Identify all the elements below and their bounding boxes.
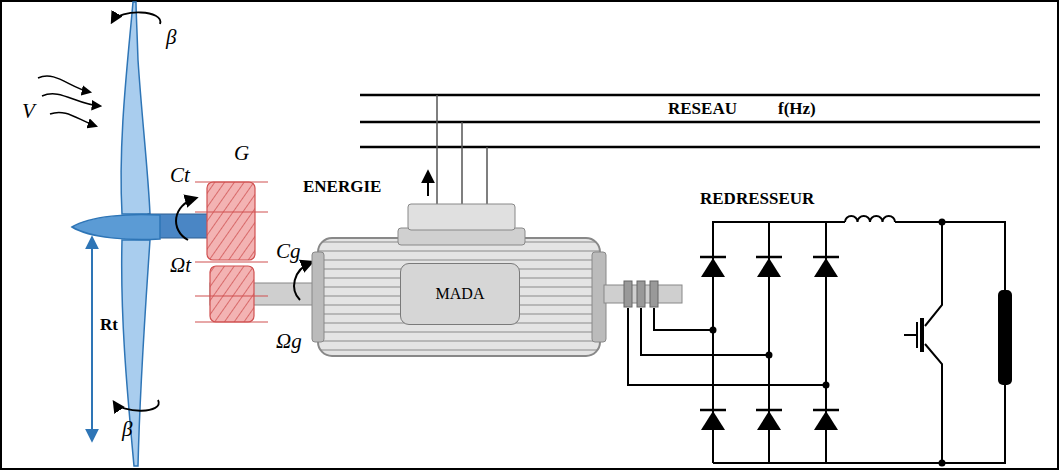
speed-symbol: Ωt	[170, 254, 191, 277]
transistor-part	[925, 344, 942, 463]
pitch-symbol: β	[166, 26, 176, 49]
generator-body	[312, 204, 682, 356]
transistor-part	[925, 222, 942, 326]
gearbox-part	[195, 181, 268, 182]
torque-arrows	[176, 198, 312, 300]
rectifier	[711, 216, 1006, 463]
rectifier-part	[895, 222, 1005, 290]
rotor-radius-arrow	[92, 238, 93, 440]
wind-symbol: V	[22, 100, 35, 123]
transistor	[904, 220, 945, 466]
pitch-arrows-part	[114, 400, 159, 411]
rectifier-part	[713, 222, 845, 463]
rectifier-part	[845, 216, 895, 222]
transistor-part	[940, 461, 945, 466]
gearbox-part	[207, 182, 255, 260]
grid-label: RESEAU	[668, 100, 737, 119]
grid-taps-part	[486, 147, 488, 206]
pitch-arrows	[112, 12, 160, 410]
rotor-radius-arrow-part	[91, 238, 93, 440]
grid-taps-part	[461, 122, 463, 206]
rectifier-label: REDRESSEUR	[700, 190, 814, 209]
rectifier-part	[711, 328, 716, 333]
gearbox-part	[195, 211, 268, 212]
generator-body-part	[408, 204, 515, 230]
transistor-part	[940, 220, 945, 225]
diodes	[700, 257, 839, 430]
shaft	[72, 214, 320, 305]
generator-body-part	[318, 238, 600, 356]
wind-arrows-part	[38, 76, 90, 92]
turbine-blades-part	[122, 240, 150, 466]
generator-body-part	[398, 228, 525, 245]
rectifier-part	[767, 353, 772, 358]
gearbox-part	[210, 266, 254, 322]
diodes-part	[700, 257, 726, 277]
turbine-blades-part	[121, 2, 150, 214]
torque-symbol: Cg	[276, 240, 301, 263]
pitch-arrows-part	[112, 12, 160, 24]
generator-label-box: MADA	[400, 263, 520, 325]
wind-arrows-part	[42, 94, 100, 106]
transistor-part	[916, 322, 918, 348]
diodes-part	[813, 410, 839, 430]
shaft-part	[72, 214, 160, 239]
gear-symbol: G	[234, 142, 249, 165]
rectifier-part	[713, 385, 1005, 463]
torque-symbol: Ct	[170, 164, 190, 187]
transistor-part	[920, 318, 924, 352]
rectifier-part	[824, 383, 829, 388]
radius-label: Rt	[100, 316, 118, 335]
generator-body-part	[637, 281, 645, 307]
diodes-part	[813, 257, 839, 277]
energy-arrow-part	[427, 172, 429, 196]
generator-body-part	[650, 281, 658, 307]
node-text: MADA	[436, 285, 485, 303]
diodes-part	[756, 257, 782, 277]
pitch-symbol: β	[122, 418, 132, 441]
gearbox	[195, 182, 268, 322]
rotor-wires-part	[654, 308, 713, 330]
rotor-wires-part	[641, 308, 769, 355]
rotor-wires	[628, 308, 826, 385]
transistor-part	[904, 334, 917, 336]
energy-arrow	[428, 172, 429, 196]
grid-taps-part	[436, 95, 438, 206]
resistor-part	[998, 290, 1012, 385]
generator-body-part	[312, 252, 324, 342]
grid-taps	[437, 95, 487, 206]
gearbox-part	[195, 295, 268, 296]
diodes-part	[756, 410, 782, 430]
torque-arrows-part	[294, 262, 312, 300]
speed-symbol: Ωg	[276, 330, 302, 353]
frequency-label: f(Hz)	[778, 100, 816, 119]
torque-arrows-part	[176, 198, 196, 240]
wind-arrows	[38, 76, 100, 126]
gearbox-part	[195, 261, 268, 262]
resistor	[998, 290, 1012, 385]
wind-arrows-part	[50, 112, 96, 126]
diodes-part	[700, 410, 726, 430]
generator-body-part	[624, 281, 632, 307]
energy-label: ENERGIE	[303, 178, 381, 197]
gearbox-part	[195, 321, 268, 322]
grid-lines-part	[360, 94, 1040, 97]
rotor-wires-part	[628, 308, 826, 385]
